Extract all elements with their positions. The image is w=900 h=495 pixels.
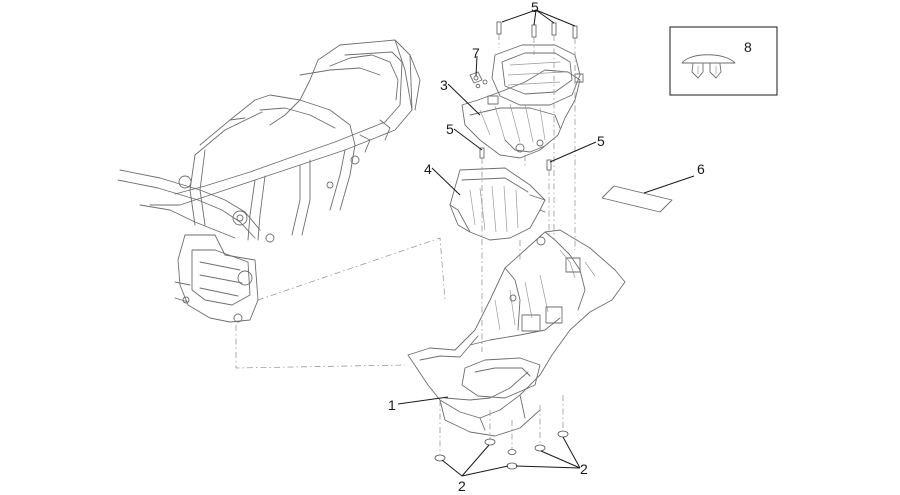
callout-5-top: 5 [531,0,539,15]
callout-1: 1 [388,397,396,413]
callout-2-right: 2 [580,461,588,477]
callout-labels: 5 7 3 5 5 4 6 8 1 2 2 [388,0,752,494]
battery-tray-part-1 [407,229,626,437]
bolt-part-7 [469,71,488,89]
callout-5-right: 5 [597,133,605,149]
leader-lines [397,9,695,477]
nuts-part-2 [434,430,569,470]
pad-part-6 [601,185,673,213]
callout-7: 7 [472,45,480,61]
callout-6: 6 [697,161,705,177]
callout-8: 8 [744,39,752,55]
callout-3: 3 [440,77,448,93]
clip-inset-part-8 [669,26,778,96]
callout-4: 4 [424,161,432,177]
inset-frame [669,26,778,96]
assembly-lines [235,34,576,455]
cover-assembly-part-3 [461,44,584,159]
callout-5-left: 5 [446,121,454,137]
box-bracket-part-4 [449,167,546,241]
motorcycle-frame [117,39,421,323]
callout-2-left: 2 [458,478,466,494]
